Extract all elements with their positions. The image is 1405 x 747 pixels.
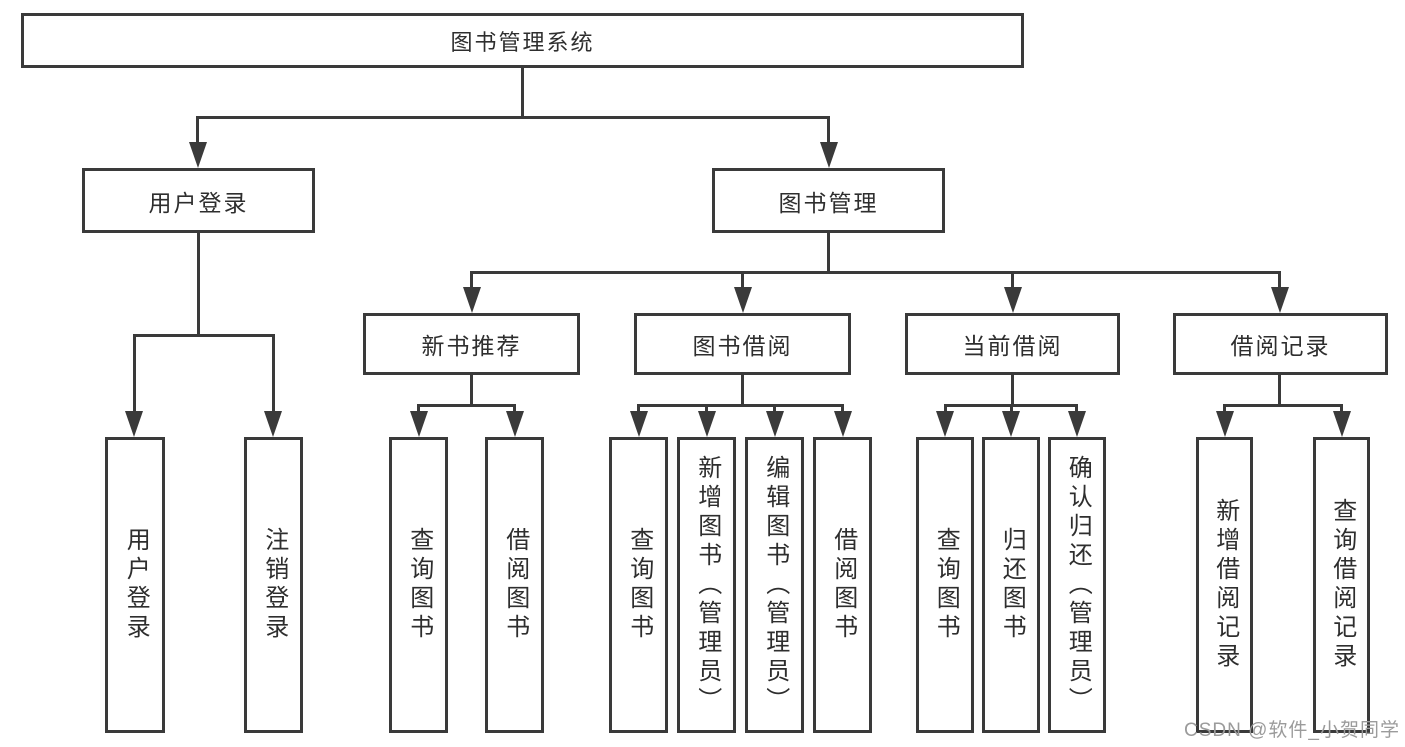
leaf-add-books-admin: 新增图书（管理员） [677, 437, 736, 733]
node-label: 借阅记录 [1230, 333, 1331, 359]
arrowhead-cb-return [1002, 411, 1020, 437]
csdn-watermark: CSDN @软件_小贺同学 [1184, 720, 1400, 741]
leaf-query-books-current: 查询图书 [916, 437, 974, 733]
connector-drop-nb-query [417, 404, 420, 416]
arrowhead-leaf-logout [264, 411, 282, 437]
connector-drop-br-add [1223, 404, 1226, 416]
node-label: 查询图书 [405, 527, 433, 643]
arrowhead-book-management [820, 142, 838, 168]
node-label: 新书推荐 [421, 333, 522, 359]
arrowhead-cb-confirm [1068, 411, 1086, 437]
node-book-borrowing: 图书借阅 [634, 313, 851, 375]
connector-current-stem [1011, 375, 1014, 406]
node-label: 当前借阅 [962, 333, 1063, 359]
node-label: 查询借阅记录 [1328, 498, 1356, 672]
arrowhead-bb-edit [766, 411, 784, 437]
connector-userlogin-stem [197, 233, 200, 336]
arrowhead-cb-query [936, 411, 954, 437]
arrowhead-borrow-records [1271, 287, 1289, 313]
connector-drop-bb-query [637, 404, 640, 416]
connector-borrowing-stem [741, 375, 744, 406]
connector-userlogin-bar [133, 334, 274, 337]
arrowhead-new-book [463, 287, 481, 313]
connector-newbook-stem [470, 375, 473, 406]
node-label: 新增借阅记录 [1211, 498, 1239, 672]
connector-drop-borrow-records [1278, 271, 1281, 291]
node-label: 新增图书（管理员） [693, 454, 721, 716]
arrowhead-book-borrowing [734, 287, 752, 313]
node-current-borrowing: 当前借阅 [905, 313, 1120, 375]
node-label: 编辑图书（管理员） [761, 454, 789, 716]
node-label: 查询图书 [932, 527, 960, 643]
node-label: 图书借阅 [692, 333, 793, 359]
node-label: 注销登录 [260, 527, 288, 643]
connector-newbook-bar [417, 404, 515, 407]
connector-root-stem [521, 68, 524, 118]
node-label: 借阅图书 [829, 527, 857, 643]
connector-drop-bb-borrow [841, 404, 844, 416]
leaf-borrow-books: 借阅图书 [813, 437, 872, 733]
node-borrow-records: 借阅记录 [1173, 313, 1388, 375]
arrowhead-bb-add [698, 411, 716, 437]
connector-drop-br-query [1340, 404, 1343, 416]
connector-records-bar [1223, 404, 1342, 407]
connector-drop-bb-edit [773, 404, 776, 416]
arrowhead-current-borrowing [1004, 287, 1022, 313]
leaf-query-borrow-record: 查询借阅记录 [1313, 437, 1370, 733]
node-library-management-system: 图书管理系统 [21, 13, 1024, 68]
leaf-edit-books-admin: 编辑图书（管理员） [745, 437, 804, 733]
arrowhead-br-query [1333, 411, 1351, 437]
connector-drop-new-book [470, 271, 473, 291]
connector-drop-book-borrowing [741, 271, 744, 291]
connector-drop-user-login [196, 116, 199, 146]
connector-drop-leaf-logout [272, 334, 275, 414]
arrowhead-nb-query [410, 411, 428, 437]
arrowhead-user-login [189, 142, 207, 168]
connector-drop-current-borrowing [1011, 271, 1014, 291]
arrowhead-bb-borrow [834, 411, 852, 437]
arrowhead-bb-query [630, 411, 648, 437]
node-label: 图书管理 [778, 189, 879, 216]
connector-drop-cb-return [1010, 404, 1013, 416]
node-label: 用户登录 [148, 189, 249, 216]
connector-bookmgmt-stem [827, 233, 830, 274]
leaf-logout: 注销登录 [244, 437, 303, 733]
connector-borrowing-bar [637, 404, 843, 407]
node-user-login: 用户登录 [82, 168, 315, 233]
node-label: 确认归还（管理员） [1064, 454, 1092, 716]
leaf-user-login: 用户登录 [105, 437, 165, 733]
arrowhead-br-add [1216, 411, 1234, 437]
leaf-query-books-borrowing: 查询图书 [609, 437, 668, 733]
connector-drop-bb-add [705, 404, 708, 416]
connector-records-stem [1278, 375, 1281, 406]
leaf-borrow-books-recommend: 借阅图书 [485, 437, 544, 733]
connector-bookmgmt-bar [470, 271, 1281, 274]
leaf-confirm-return-admin: 确认归还（管理员） [1048, 437, 1106, 733]
node-new-book-recommend: 新书推荐 [363, 313, 580, 375]
node-label: 查询图书 [625, 527, 653, 643]
connector-drop-cb-confirm [1075, 404, 1078, 416]
node-label: 图书管理系统 [450, 29, 595, 55]
connector-drop-book-management [827, 116, 830, 146]
connector-drop-nb-borrow [513, 404, 516, 416]
node-label: 用户登录 [122, 527, 150, 643]
connector-drop-leaf-user-login [133, 334, 136, 414]
arrowhead-nb-borrow [506, 411, 524, 437]
connector-drop-cb-query [944, 404, 947, 416]
node-label: 借阅图书 [501, 527, 529, 643]
leaf-add-borrow-record: 新增借阅记录 [1196, 437, 1253, 733]
connector-root-bar [196, 116, 830, 119]
arrowhead-leaf-user-login [125, 411, 143, 437]
node-book-management: 图书管理 [712, 168, 945, 233]
leaf-query-books-recommend: 查询图书 [389, 437, 448, 733]
leaf-return-books: 归还图书 [982, 437, 1040, 733]
node-label: 归还图书 [998, 527, 1026, 643]
